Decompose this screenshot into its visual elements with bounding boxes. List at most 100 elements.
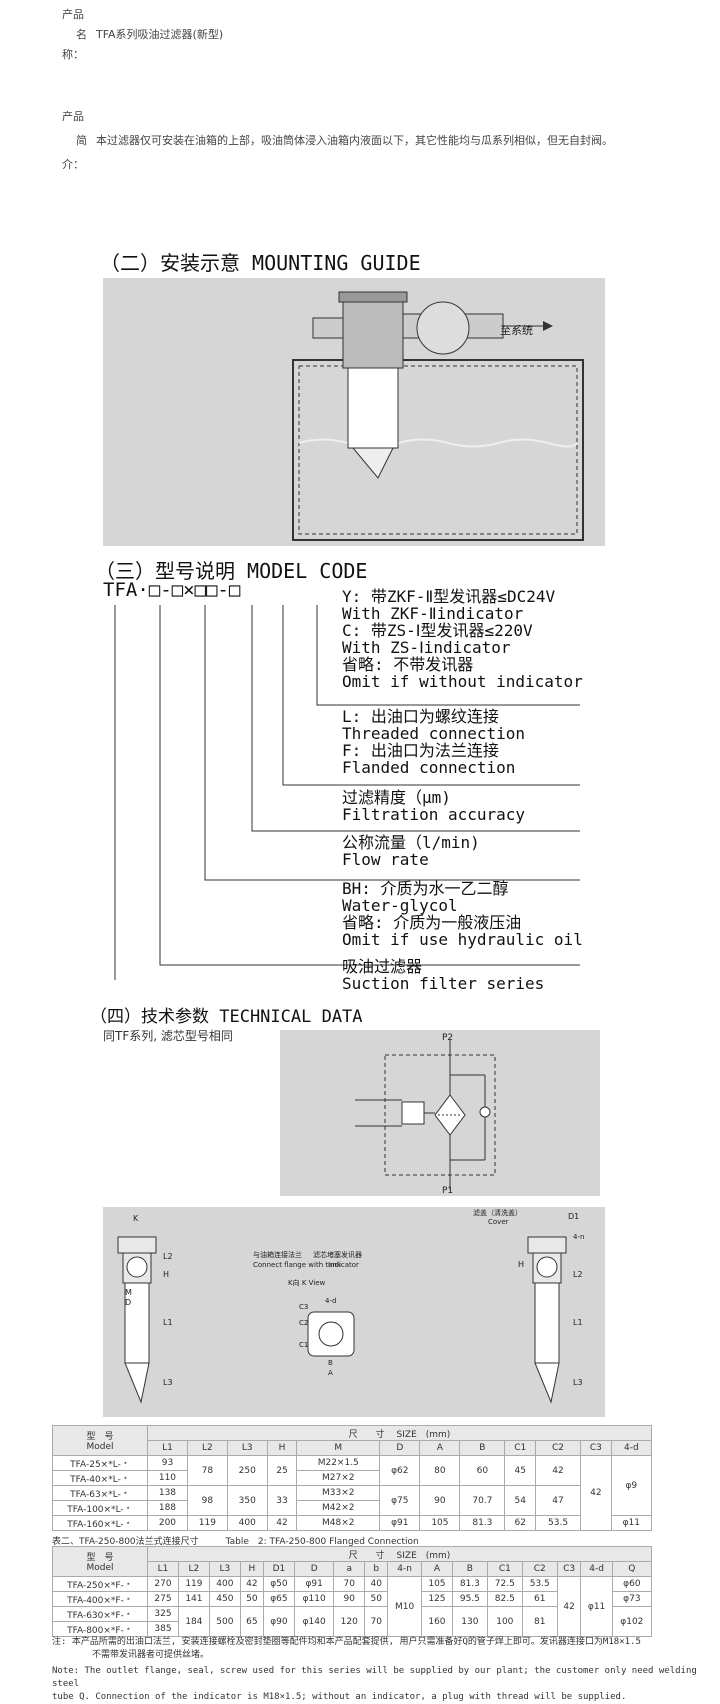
l2-label-left: L2 [163,1252,173,1261]
t2-model-en: Model [86,1563,114,1573]
m-label: M [125,1288,132,1297]
note-cn-1: 注: 本产品所需的出油口法兰, 安装连接螺栓及密封垫圈等配件均和本产品配套提供,… [52,1637,641,1647]
product-intro: 本过滤器仅可安装在油箱的上部，吸油筒体浸入油箱内液面以下，其它性能均与瓜系列相似… [96,134,613,147]
p2-label: P2 [442,1033,453,1043]
name-label-top: 产品 [62,8,84,21]
code-block-series: 吸油过滤器 Suction filter series [342,958,544,992]
table-cell: 42 [534,1455,582,1486]
table-cell: φ62 [379,1455,421,1486]
intro-label-bot: 介： [62,158,84,171]
code-block-indicator: Y: 带ZKF-Ⅱ型发讯器≤DC24V With ZKF-Ⅱindicator … [342,588,583,690]
t1-model-cn: 型 号 [86,1432,114,1442]
table-cell: 40 [364,1576,389,1592]
4n-label: 4-n [573,1233,584,1241]
technical-subtitle: 同TF系列, 滤芯型号相同 [103,1029,233,1043]
table-cell: H [239,1561,264,1577]
oil-level [298,438,578,448]
table-cell: 70 [364,1606,389,1637]
table-cell: 42 [239,1576,264,1592]
table-cell: 61 [521,1591,558,1607]
arrow-icon [543,321,553,331]
table-cell: 130 [451,1606,488,1637]
table-cell: A [420,1561,453,1577]
notes: 注: 本产品所需的出油口法兰, 安装连接螺栓及密封垫圈等配件均和本产品配套提供,… [52,1636,712,1704]
table-cell: TFA-400×*F-﹡ [52,1591,148,1607]
table-cell: C3 [556,1561,582,1577]
t1-model-en: Model [86,1442,114,1452]
t1-col: C2 [534,1440,582,1456]
table-cell: 42 [580,1455,612,1531]
series-line-1: 吸油过滤器 [342,957,423,976]
table-cell: 270 [147,1576,179,1592]
connection-line-2: Threaded connection [342,724,526,743]
table-cell: 184 [177,1606,210,1637]
b-label: B [328,1359,333,1367]
mounting-drawing: 至系统 [292,291,584,541]
table-cell: 82.5 [486,1591,523,1607]
d-label: D [125,1298,131,1307]
l1-label-right: L1 [573,1318,583,1327]
medium-line-1: BH: 介质为水一乙二醇 [342,879,509,898]
name-label-mid: 名 [76,28,87,41]
table-cell: TFA-160×*L-﹡ [52,1515,148,1531]
t1-col: 4-d [610,1440,653,1456]
table-cell: 120 [333,1606,366,1637]
table-cell: φ75 [379,1485,421,1516]
table-cell: 70.7 [459,1485,506,1516]
table-cell: φ11 [580,1576,613,1637]
code-block-accuracy: 过滤精度（μm) Filtration accuracy [342,789,525,823]
table-cell: 45 [504,1455,536,1486]
note-en-1: Note: The outlet flange, seal, screw use… [52,1666,697,1689]
indicator-en: Indicator [328,1261,359,1269]
tank-inner [298,365,578,535]
table-cell: 325 [147,1606,179,1622]
table-cell: 98 [186,1485,228,1516]
a-label: A [328,1369,333,1377]
t1-col: C3 [580,1440,612,1456]
k-view-label: K向 K View [288,1278,326,1287]
table-cell: φ65 [262,1591,296,1607]
table-cell: 53.5 [521,1576,558,1592]
k-label-left: K [133,1214,139,1223]
table-cell: 81.3 [451,1576,488,1592]
table-cell: a [333,1561,366,1577]
table-cell: M10 [387,1576,422,1637]
table-cell: φ91 [379,1515,421,1531]
table-cell: 93 [147,1455,188,1471]
table-cell: 400 [226,1515,268,1531]
note-cn-2: 不需带发讯器者可提供丝堵。 [92,1650,210,1660]
table-cell: M27×2 [296,1470,381,1486]
table-cell: 65 [239,1606,264,1637]
table-cell: 62 [504,1515,536,1531]
indicator-line-4: With ZS-Ⅰindicator [342,638,511,657]
table-cell: φ140 [294,1606,335,1637]
t1-col: H [266,1440,298,1456]
table-cell: M22×1.5 [296,1455,381,1471]
table-cell: 350 [226,1485,268,1516]
c2-label: C2 [299,1319,308,1327]
cover-en: Cover [488,1218,509,1226]
symbol-drawing: P2 P1 [355,1033,496,1196]
table-cell: TFA-100×*L-﹡ [52,1500,148,1516]
table-cell: 160 [420,1606,453,1637]
code-block-flow: 公称流量（l/min) Flow rate [342,834,480,868]
table-cell: TFA-40×*L-﹡ [52,1470,148,1486]
table-cell: φ90 [262,1606,296,1637]
t1-col: A [419,1440,461,1456]
table-cell: 78 [186,1455,228,1486]
table-cell: 33 [266,1485,298,1516]
series-line-2: Suction filter series [342,974,545,993]
medium-line-3: 省略: 介质为一般液压油 [342,913,522,932]
table-cell: 80 [419,1455,461,1486]
table-2-caption: 表二、TFA-250-800法兰式连接尺寸 Table 2: TFA-250-8… [52,1537,419,1547]
4d-label: 4-d [325,1297,336,1305]
table-cell: φ73 [611,1591,653,1607]
table-cell: φ50 [262,1576,296,1592]
p1-label: P1 [442,1186,453,1196]
d1-label: D1 [568,1212,579,1221]
table-cell: 105 [420,1576,453,1592]
